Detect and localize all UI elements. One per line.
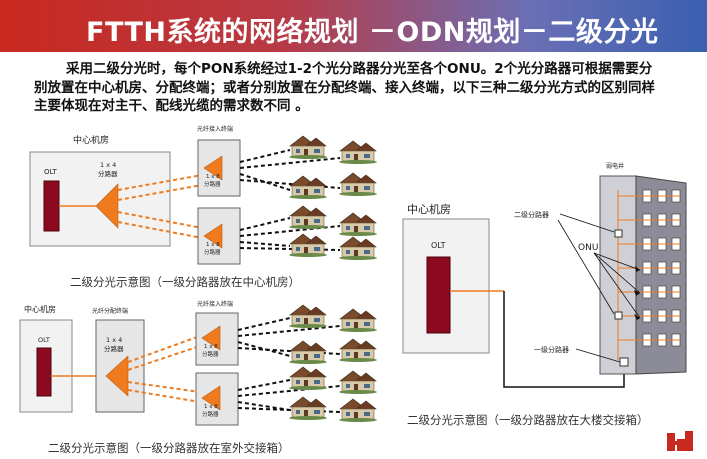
d2-sub-ratio: 1 x 8 [204,404,218,410]
house-icon [288,135,328,160]
house-icon [288,366,328,391]
d1-sub-name: 分路器 [204,248,221,256]
d2-olt [36,347,52,397]
d3-second-splitter-box [614,311,623,320]
house-icon [288,175,328,200]
d2-olt-label: OLT [38,336,50,344]
logo-icon [667,431,693,451]
d1-olt-label: OLT [44,168,57,176]
d2-box-label: 光纤接入终端 [197,300,233,308]
house-icon [338,308,378,333]
d3-olt [426,256,451,334]
d1-sub-ratio: 1 x 8 [206,242,220,248]
intro-text: 采用二级分光时，每个PON系统经过1-2个光分路器分光至各个ONU。2个光分路器… [34,61,655,114]
d3-onu-label: ONU [578,243,598,253]
d3-shaft-label: 弱电井 [606,162,624,170]
d3-caption: 二级分光示意图（一级分路器放在大楼交接箱） [407,413,649,427]
house-icon [338,338,378,363]
house-icon [338,370,378,395]
d2-main-splitter-icon [105,355,129,397]
d3-second-splitter-box [614,229,623,238]
house-icon [288,205,328,230]
diagram-1: 中心机房 OLT 1 x 4 分路器 光纤接入终端 1 x 8 分路器 1 x … [29,125,378,265]
d2-sub-name: 分路器 [202,410,219,418]
house-icon [288,396,328,421]
diagram-3: 中心机房 OLT 弱电井 [402,162,687,388]
title-bar: FTTH系统的网络规划 －ODN规划－二级分光 [0,0,707,52]
d3-first-splitter-box [619,357,629,367]
d1-caption: 二级分光示意图（一级分路器放在中心机房） [70,275,300,289]
house-icon [338,398,378,423]
house-icon [338,140,378,165]
d2-main-ratio: 1 x 4 [106,336,122,344]
d2-room-label: 中心机房 [24,304,56,314]
house-icon [288,340,328,365]
d1-box-label: 光纤接入终端 [197,125,233,133]
d1-olt [43,180,60,232]
d1-sub-name: 分路器 [204,180,221,188]
d2-main-name: 分路器 [104,344,124,353]
house-icon [288,304,328,329]
diagram-2: 中心机房 OLT 光纤分配终端 1 x 4 分路器 光纤接入终端 1 x 8 分… [19,300,378,426]
d1-main-splitter-ratio: 1 x 4 [100,161,116,169]
d2-sub-splitter-icon [201,325,221,351]
intro-paragraph: 采用二级分光时，每个PON系统经过1-2个光分路器分光至各个ONU。2个光分路器… [34,60,664,116]
house-icon [288,233,328,258]
d1-sub-splitter-icon [203,155,223,181]
d1-main-splitter-name: 分路器 [98,169,118,178]
d2-sub-splitter-icon [201,385,221,411]
d1-sub-splitter-icon [203,223,223,249]
house-icon [338,172,378,197]
d1-main-splitter-icon [95,183,119,229]
d2-dist-label: 光纤分配终端 [92,307,128,315]
house-icon [338,212,378,237]
d2-sub-ratio: 1 x 8 [204,344,218,350]
d3-second-splitter-label: 二级分路器 [514,210,549,219]
d3-room-label: 中心机房 [407,202,451,216]
house-icon [338,236,378,261]
d1-room-label: 中心机房 [73,134,109,146]
d3-olt-label: OLT [431,241,446,250]
d3-first-splitter-label: 一级分路器 [534,345,569,354]
d2-sub-name: 分路器 [202,350,219,358]
d1-sub-ratio: 1 x 8 [206,174,220,180]
page-title: FTTH系统的网络规划 －ODN规划－二级分光 [86,17,659,48]
d2-caption: 二级分光示意图（一级分路器放在室外交接箱） [48,441,290,455]
